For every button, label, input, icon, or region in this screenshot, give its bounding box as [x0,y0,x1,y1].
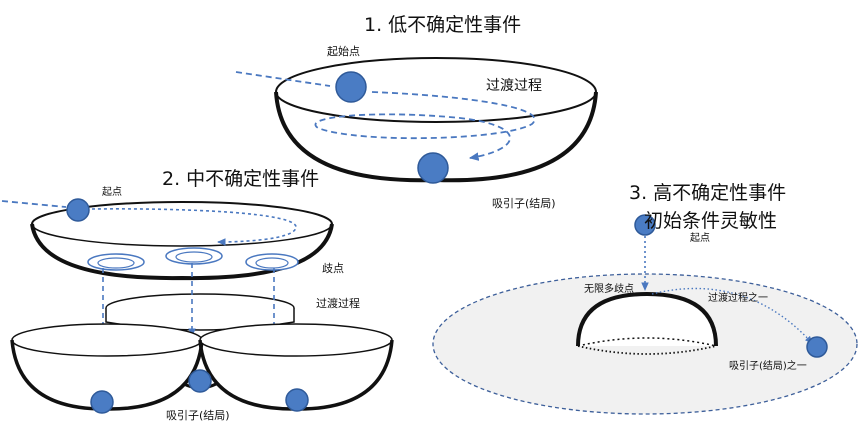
panel3-attractor-label: 吸引子(结局)之一 [729,361,807,372]
panel1-start-ball [335,71,367,103]
panel1-attractor-ball [417,152,449,184]
panel1-title: 1. 低不确定性事件 [364,14,522,36]
panel2-bifurcation-label: 歧点 [322,262,344,275]
panel3-start-label: 起点 [690,233,710,244]
panel2-start-label: 起点 [102,187,122,198]
panel3-title-line2: 初始条件灵敏性 [644,210,778,232]
panel2-start-ball [66,198,90,222]
panel1-start-label: 起始点 [327,45,360,58]
panel3-dome [576,291,718,355]
panel2-middle-disc [105,293,295,331]
panel3-start-ball [634,214,656,236]
panel3-attractor-ball [806,336,828,358]
panel2-attractor-label: 吸引子(结局) [166,409,230,422]
panel1-transition-path [235,71,536,161]
panel2-title: 2. 中不确定性事件 [162,168,320,190]
panel2-bifurcation-holes [87,247,299,271]
panel2-transition-label: 过渡过程 [316,297,360,310]
panel1-attractor-label: 吸引子(结局) [492,197,556,210]
panel3-transition-label: 过渡过程之一 [708,293,768,304]
panel3-bifurcation-label: 无限多歧点 [584,284,634,295]
panel2-upper-bowl [30,201,334,281]
panel2-attractor-ball-center [188,369,212,393]
panel1-transition-label: 过渡过程 [486,78,542,94]
panel2-start-path [1,200,297,246]
panel2-attractor-ball-left [90,390,114,414]
panel3-title-line1: 3. 高不确定性事件 [629,182,787,204]
panel2-attractor-ball-right [285,388,309,412]
